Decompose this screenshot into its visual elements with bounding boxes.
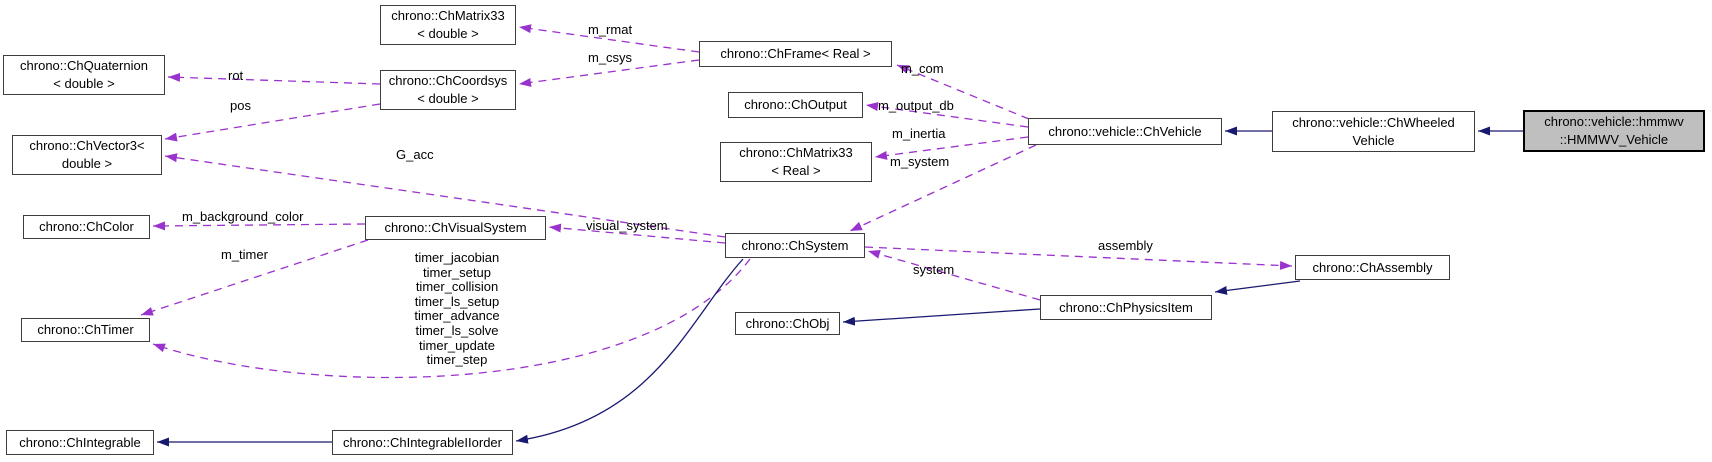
edge-pos: [164, 103, 381, 142]
edge-label-rot: rot: [228, 68, 244, 83]
edge-label-m-system: m_system: [890, 154, 950, 169]
node-label: chrono::ChOutput: [744, 97, 847, 113]
edge-label-m-csys: m_csys: [588, 50, 633, 65]
node-chwheeledvehicle[interactable]: chrono::vehicle::ChWheeled Vehicle: [1272, 111, 1475, 152]
edge-label-g-acc: G_acc: [396, 147, 434, 162]
edge-label-assembly: assembly: [1098, 238, 1153, 253]
node-chintegrable[interactable]: chrono::ChIntegrable: [6, 430, 154, 455]
node-label: chrono::ChVector3< double >: [29, 138, 145, 171]
edge-visual-system: [548, 223, 726, 244]
node-chquaternion-double[interactable]: chrono::ChQuaternion < double >: [3, 55, 165, 95]
node-label: chrono::ChMatrix33 < Real >: [739, 145, 853, 178]
node-chframe-real[interactable]: chrono::ChFrame< Real >: [699, 41, 892, 67]
node-label: chrono::ChTimer: [37, 322, 134, 338]
edge-timer-group: [152, 258, 751, 379]
node-chvehicle[interactable]: chrono::vehicle::ChVehicle: [1028, 118, 1222, 145]
node-label: chrono::vehicle::hmmwv ::HMMWV_Vehicle: [1544, 114, 1684, 147]
node-label: chrono::ChIntegrableIIorder: [343, 434, 502, 450]
node-label: chrono::ChIntegrable: [19, 434, 141, 450]
edge-m-system: [849, 144, 1037, 232]
edge-label-m-timer: m_timer: [221, 247, 268, 262]
edge-m-csys: [518, 59, 700, 87]
edge-label-m-output-db: m_output_db: [878, 98, 954, 113]
node-choutput[interactable]: chrono::ChOutput: [728, 92, 863, 118]
edge-label-pos: pos: [230, 98, 251, 113]
edge-label-m-inertia: m_inertia: [892, 126, 946, 141]
node-label: chrono::ChMatrix33 < double >: [391, 8, 505, 41]
edge-label-m-background-color: m_background_color: [182, 209, 304, 224]
node-chobj[interactable]: chrono::ChObj: [735, 312, 840, 335]
edge-label-timer-group: timer_jacobian timer_setup timer_collisi…: [414, 250, 500, 368]
edge-m-com: [896, 64, 1030, 120]
node-chcolor[interactable]: chrono::ChColor: [23, 215, 150, 239]
edge-label-m-rmat: m_rmat: [588, 22, 633, 37]
node-chtimer[interactable]: chrono::ChTimer: [21, 318, 150, 342]
node-label: chrono::ChCoordsys < double >: [388, 73, 508, 106]
node-label: chrono::vehicle::ChVehicle: [1048, 123, 1202, 139]
node-label: chrono::ChColor: [39, 219, 134, 235]
edge-m-inertia: [874, 136, 1029, 160]
node-label: chrono::ChQuaternion < double >: [20, 58, 148, 91]
edge-inherit-physicsitem-obj: [842, 308, 1041, 326]
node-label: chrono::ChFrame< Real >: [720, 46, 871, 62]
edge-inherit-assembly-physicsitem: [1214, 280, 1301, 295]
edge-m-background-color: [152, 221, 366, 231]
node-chassembly[interactable]: chrono::ChAssembly: [1295, 255, 1450, 280]
edge-m-timer: [140, 239, 369, 316]
edge-rot: [167, 72, 381, 85]
node-chintegrableiiorder[interactable]: chrono::ChIntegrableIIorder: [332, 430, 513, 455]
edge-m-rmat: [518, 24, 700, 53]
edge-g-acc: [164, 153, 726, 238]
node-chcoordsys-double[interactable]: chrono::ChCoordsys < double >: [380, 70, 516, 110]
node-chmatrix33-real[interactable]: chrono::ChMatrix33 < Real >: [720, 142, 872, 182]
node-label: chrono::ChAssembly: [1312, 259, 1433, 275]
edge-inherit-system-iiorder: [515, 258, 744, 444]
edge-assembly: [864, 246, 1293, 270]
node-hmmwv-vehicle: chrono::vehicle::hmmwv ::HMMWV_Vehicle: [1523, 110, 1705, 152]
node-label: chrono::ChVisualSystem: [384, 220, 527, 236]
node-label: chrono::vehicle::ChWheeled Vehicle: [1292, 114, 1455, 148]
node-label: chrono::ChObj: [745, 315, 830, 331]
node-chmatrix33-double[interactable]: chrono::ChMatrix33 < double >: [380, 5, 516, 45]
node-chvisualsystem[interactable]: chrono::ChVisualSystem: [365, 216, 546, 240]
node-label: chrono::ChSystem: [741, 237, 849, 253]
node-chphysicsitem[interactable]: chrono::ChPhysicsItem: [1040, 295, 1212, 320]
node-chvector3-double[interactable]: chrono::ChVector3< double >: [12, 135, 162, 175]
node-chsystem[interactable]: chrono::ChSystem: [725, 233, 865, 258]
edge-label-m-com: m_com: [901, 61, 944, 76]
edge-label-system: system: [913, 262, 955, 277]
edge-system: [867, 249, 1041, 301]
node-label: chrono::ChPhysicsItem: [1059, 299, 1193, 315]
edge-label-visual-system: visual_system: [586, 218, 668, 233]
